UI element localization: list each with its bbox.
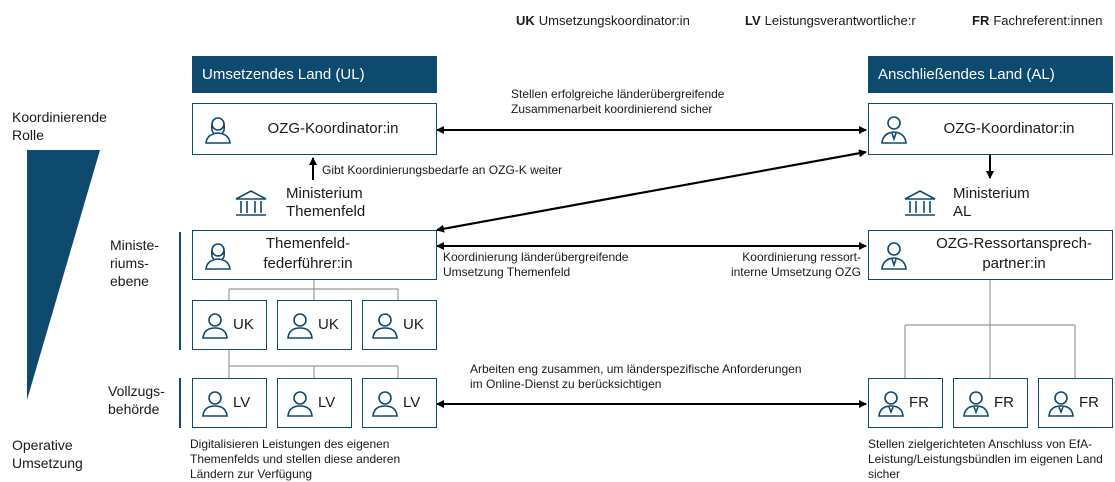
fr-box-3: FR bbox=[1038, 378, 1113, 428]
person-suit-icon bbox=[878, 391, 904, 417]
person-suit-icon bbox=[881, 116, 907, 144]
building-icon bbox=[235, 190, 267, 216]
person-icon bbox=[372, 313, 398, 339]
lv-label: LV bbox=[318, 394, 336, 411]
left-description: Digitalisieren Leistungen des eigenen Th… bbox=[190, 437, 401, 481]
ministry-level-label: Ministe-riums-ebene bbox=[110, 237, 160, 289]
lv-label: LV bbox=[233, 394, 251, 411]
fr-box-1: FR bbox=[868, 378, 943, 428]
person-icon bbox=[372, 391, 398, 417]
left-header: Umsetzendes Land (UL) bbox=[192, 56, 437, 93]
role-top-label: Koordinierende Rolle bbox=[12, 109, 107, 143]
operative-arrow-label: Arbeiten eng zusammen, um länderspezifis… bbox=[470, 362, 802, 391]
uk-box-1: UK bbox=[192, 300, 267, 350]
lv-label: LV bbox=[403, 394, 421, 411]
lv-box-3: LV bbox=[362, 378, 437, 428]
uk-box-2: UK bbox=[277, 300, 352, 350]
left-coordinator-box: OZG-Koordinator:in bbox=[192, 103, 437, 155]
lv-box-1: LV bbox=[192, 378, 267, 428]
left-coordinator-title: OZG-Koordinator:in bbox=[267, 120, 399, 137]
uk-label: UK bbox=[233, 316, 254, 333]
role-gradient-triangle bbox=[27, 150, 100, 400]
fr-label: FR bbox=[1079, 394, 1099, 411]
fr-box-2: FR bbox=[953, 378, 1028, 428]
coord-arrow-label: Stellen erfolgreiche länderübergreifende… bbox=[511, 87, 725, 116]
right-contact-title: OZG-Ressortansprech-partner:in bbox=[936, 235, 1092, 272]
fr-label: FR bbox=[909, 394, 929, 411]
person-suit-icon bbox=[1048, 391, 1074, 417]
needs-arrow-label: Gibt Koordinierungsbedarfe an OZG-K weit… bbox=[322, 163, 563, 177]
right-description: Stellen zielgerichteten Anschluss von Ef… bbox=[868, 437, 1103, 481]
internal-arrow-label: Koordinierung ressort-interne Umsetzung … bbox=[730, 250, 861, 279]
role-bottom-label: Operative Umsetzung bbox=[12, 437, 83, 471]
person-icon bbox=[202, 313, 228, 339]
left-ministry-label: Ministerium Themenfeld bbox=[286, 185, 366, 220]
left-lead-box: Themenfeld-federführer:in bbox=[192, 230, 437, 280]
uk-label: UK bbox=[318, 316, 339, 333]
uk-box-3: UK bbox=[362, 300, 437, 350]
right-coordinator-title: OZG-Koordinator:in bbox=[943, 120, 1075, 137]
right-header: Anschließendes Land (AL) bbox=[868, 56, 1113, 93]
building-icon bbox=[904, 190, 936, 216]
left-ministry: Ministerium Themenfeld bbox=[234, 185, 384, 225]
right-ministry: Ministerium AL bbox=[903, 185, 1053, 225]
execution-level-label: Vollzugs-behörde bbox=[108, 383, 165, 417]
left-lead-title: Themenfeld-federführer:in bbox=[263, 235, 353, 272]
person-icon bbox=[202, 391, 228, 417]
right-contact-box: OZG-Ressortansprech-partner:in bbox=[868, 230, 1113, 280]
crossland-arrow-label: Koordinierung länderübergreifende Umsetz… bbox=[443, 250, 629, 279]
person-icon bbox=[287, 391, 313, 417]
uk-label: UK bbox=[403, 316, 424, 333]
right-ministry-label: Ministerium AL bbox=[953, 185, 1030, 220]
right-coordinator-box: OZG-Koordinator:in bbox=[868, 103, 1113, 155]
person-female-icon bbox=[205, 117, 231, 144]
person-female-icon bbox=[205, 243, 231, 270]
person-icon bbox=[287, 313, 313, 339]
lv-box-2: LV bbox=[277, 378, 352, 428]
person-suit-icon bbox=[881, 242, 907, 270]
person-suit-icon bbox=[963, 391, 989, 417]
fr-label: FR bbox=[994, 394, 1014, 411]
